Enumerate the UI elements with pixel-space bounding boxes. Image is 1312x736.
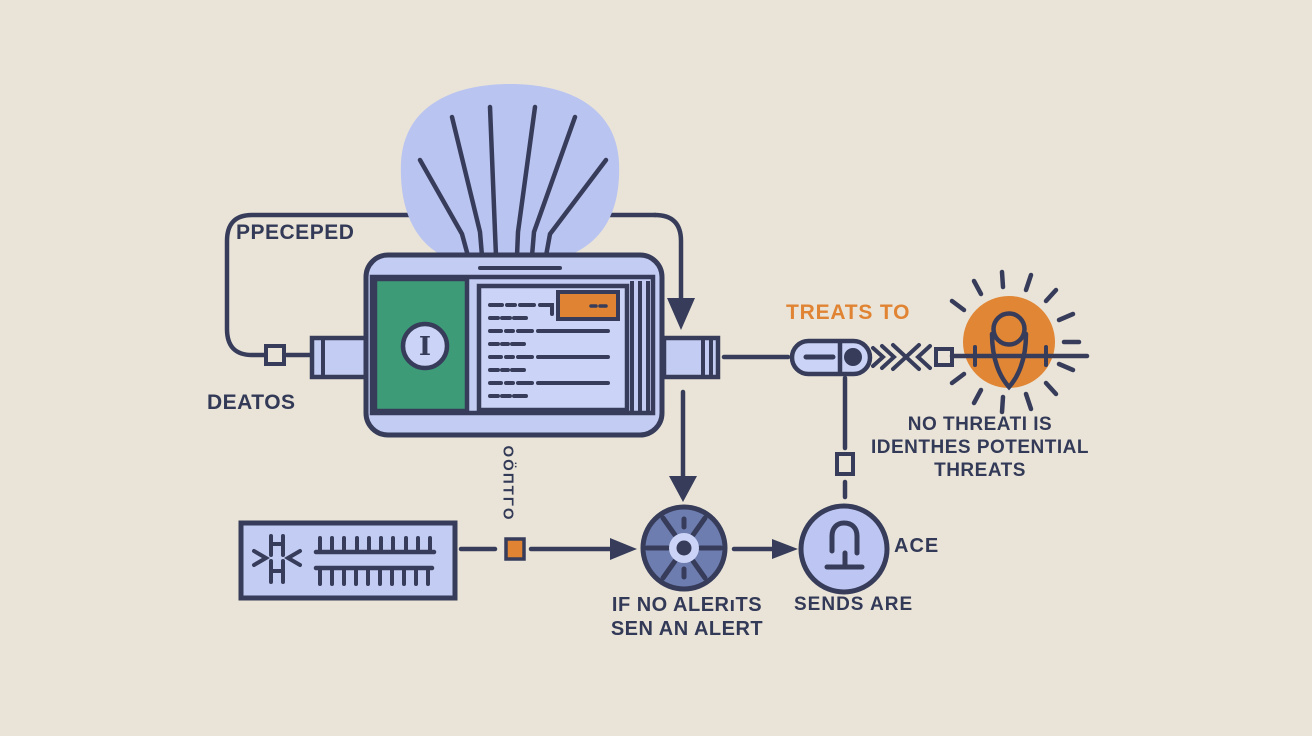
connector-lines xyxy=(224,212,855,560)
loop-right-arrow-line xyxy=(652,212,684,303)
loop-node-square xyxy=(264,344,286,366)
chevron-stream-icon xyxy=(871,343,954,371)
barcode-arrowhead xyxy=(610,538,637,560)
treats-to-heading: TREATS TO xyxy=(786,301,911,324)
compress-icon xyxy=(252,534,302,584)
device-down-arrowhead xyxy=(669,476,697,502)
capsule-bell-node-square xyxy=(835,452,855,476)
sends-are-label: SENDS ARE xyxy=(794,594,914,615)
threat-caption: NO THREATI IS IDENTHES POTENTIAL THREATS xyxy=(855,413,1105,482)
left-connector xyxy=(309,335,369,380)
chevron-node-square xyxy=(934,347,954,367)
burst-rays xyxy=(949,269,1082,415)
loop-right-arrowhead xyxy=(667,298,695,330)
alert-caption-line1: IF NO ALERıTS xyxy=(611,594,763,616)
device-inner-frame xyxy=(369,274,656,416)
vertical-code-label: OÖΠTΓO xyxy=(499,445,517,522)
bell-icon xyxy=(798,503,890,595)
threat-caption-line2: IDENTHES POTENTIAL xyxy=(870,437,1089,458)
fan-rays-icon xyxy=(400,84,620,265)
perceived-label: PPECEPED xyxy=(236,221,355,244)
comb-rows-icon xyxy=(313,536,437,586)
loop-line xyxy=(224,212,658,358)
alert-caption-line2: SEN AN ALERT xyxy=(610,618,764,640)
alarm-wheel-icon xyxy=(640,504,728,592)
threat-caption-line1: NO THREATI IS xyxy=(907,414,1053,435)
info-circle-letter: I xyxy=(419,332,431,362)
orange-node-square xyxy=(504,537,526,561)
burst-circle xyxy=(963,296,1055,388)
barcode-box xyxy=(238,520,458,601)
screen-text-lines xyxy=(488,303,610,398)
wheel-bell-arrowhead xyxy=(772,539,798,559)
deatos-label: DEATOS xyxy=(207,391,296,414)
info-circle-icon xyxy=(400,321,450,371)
alert-caption: IF NO ALERıTS SEN AN ALERT xyxy=(592,593,782,641)
ace-label: ACE xyxy=(894,535,940,557)
burst-axis-ticks xyxy=(973,345,1048,367)
scanner-device: I xyxy=(309,252,721,438)
capsule-icon xyxy=(789,338,873,377)
threat-burst-icon xyxy=(949,269,1090,415)
device-side-stripes xyxy=(630,281,650,411)
threat-caption-line3: THREATS xyxy=(934,460,1026,481)
orange-tag-icon xyxy=(556,290,620,321)
